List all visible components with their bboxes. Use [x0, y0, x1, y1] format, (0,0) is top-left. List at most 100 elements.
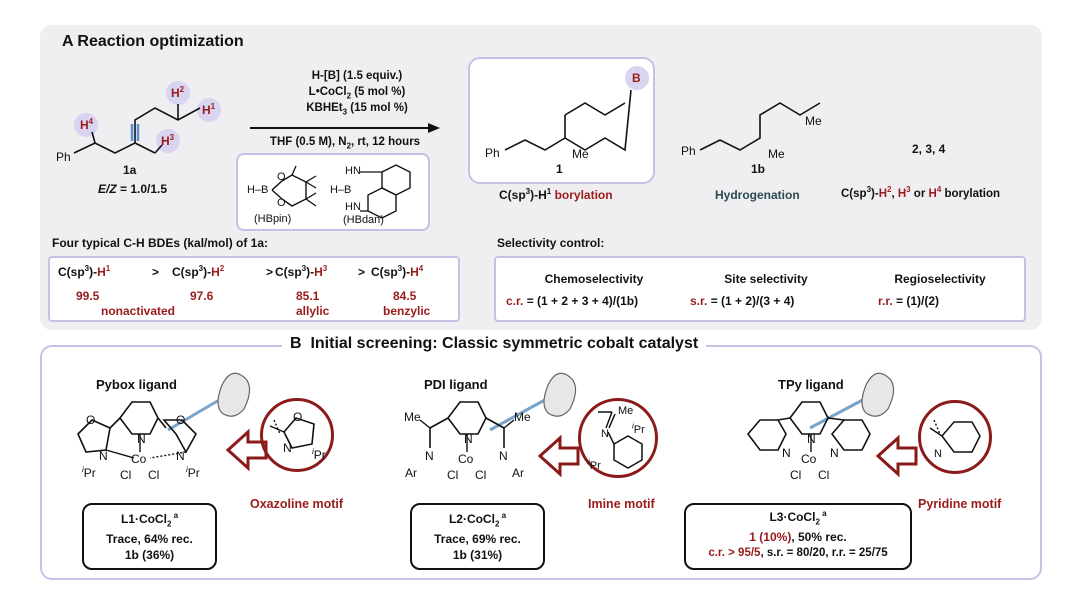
product-1-ph: Ph: [485, 146, 500, 160]
hbpin-hb: H–B: [247, 184, 269, 196]
chemoselectivity-formula: c.r. = (1 + 2 + 3 + 4)/(1b): [506, 294, 639, 308]
ligand-3-motif-label: Pyridine motif: [918, 497, 1002, 511]
bde-value-1: 99.5: [76, 289, 100, 303]
ligand-1-o-left: O: [86, 413, 96, 427]
ligand-3-result-box: [684, 503, 912, 570]
ligand-2-n-right: N: [499, 449, 508, 463]
substrate-h2: H2: [171, 85, 185, 101]
bde-value-3: 85.1: [296, 289, 320, 303]
hbpin-o1: O: [277, 171, 286, 183]
ligand-2-ar-right: Ar: [512, 466, 524, 480]
product-1-box: [468, 57, 655, 184]
hbdan-label: (HBdan): [343, 214, 384, 226]
hbpin-label: (HBpin): [254, 213, 292, 225]
ligand-2-motif-n: N: [601, 428, 609, 440]
ligand-1-cl1: Cl: [120, 468, 132, 482]
ligand-1-name: Pybox ligand: [96, 377, 177, 392]
ligand-1-result-1: Trace, 64% rec.: [106, 532, 193, 546]
bde-value-2: 97.6: [190, 289, 214, 303]
panel-a-heading: Reaction optimization: [77, 33, 244, 50]
ligand-2-motif-label: Imine motif: [588, 497, 655, 511]
ligand-1-motif-label: Oxazoline motif: [250, 497, 344, 511]
ligand-2-result-1: Trace, 69% rec.: [434, 532, 521, 546]
ligand-2-ar-left: Ar: [405, 466, 417, 480]
site-selectivity-title: Site selectivity: [724, 272, 808, 286]
ligand-2-motif-circle: [578, 398, 658, 478]
hbdan-nh2: HN: [345, 201, 361, 213]
ligand-3-name: TPy ligand: [778, 377, 844, 392]
condition-activator: KBHEt3 (15 mol %): [306, 102, 408, 117]
ligand-3-motif-n: N: [934, 448, 942, 460]
substrate-h4: H4: [80, 117, 94, 133]
substrate-ph: Ph: [56, 150, 71, 164]
product-1b-ph: Ph: [681, 144, 696, 158]
substrate-ez-ratio: E/Z = 1.0/1.5: [98, 182, 168, 196]
bde-title: Four typical C-H BDEs (kal/mol) of 1a:: [52, 236, 269, 250]
ligand-1-result-box: [82, 503, 217, 570]
ligand-3-motif-circle: [918, 400, 992, 474]
ligand-2-cl2: Cl: [475, 468, 487, 482]
ligand-1-co: Co: [131, 452, 147, 466]
ligand-2-n-left: N: [425, 449, 434, 463]
bde-tag-allylic: allylic: [296, 304, 330, 318]
ligand-3-n-left: N: [782, 446, 791, 460]
ligand-2-motif-me: Me: [618, 405, 634, 417]
product-1b-me: Me: [768, 147, 785, 161]
ligand-1-motif-o: O: [293, 410, 303, 424]
ligand-3-cl1: Cl: [790, 468, 802, 482]
bde-item-3: C(sp3)-H3: [275, 264, 328, 280]
site-selectivity-formula: s.r. = (1 + 2)/(3 + 4): [690, 294, 795, 308]
hbpin-o2: O: [277, 197, 286, 209]
chemoselectivity-title: Chemoselectivity: [544, 272, 644, 286]
ligand-3-n-right: N: [830, 446, 839, 460]
ligand-3-co: Co: [801, 452, 817, 466]
bde-item-4: C(sp3)-H4: [371, 264, 424, 280]
ligand-3-cl2: Cl: [818, 468, 830, 482]
ligand-2-cl1: Cl: [447, 468, 459, 482]
panel-a-title: A Reaction optimization: [62, 33, 244, 51]
bde-value-4: 84.5: [393, 289, 417, 303]
ligand-2-result-box: [410, 503, 545, 570]
panel-b-title: B Initial screening: Classic symmetric c…: [282, 335, 707, 353]
ligand-1-motif-ipr: iPr: [312, 447, 326, 463]
products-2-3-4-caption: C(sp3)-H2, H3 or H4 borylation: [841, 185, 1001, 200]
ligand-3-result-2: c.r. > 95/5, s.r. = 80/20, r.r. = 25/75: [708, 547, 888, 559]
ligand-1-motif-n: N: [283, 441, 292, 455]
ligand-3-catalyst: L3·CoCl2 a: [769, 509, 827, 527]
regioselectivity-title: Regioselectivity: [894, 272, 986, 286]
product-1b-caption: Hydrogenation: [715, 188, 800, 202]
ligand-2-catalyst: L2·CoCl2 a: [448, 511, 507, 529]
selectivity-title: Selectivity control:: [497, 236, 605, 250]
ligand-1-n-center: N: [137, 432, 146, 446]
ligand-1-ipr-left: iPr: [82, 465, 96, 481]
reaction-conditions-top: H-[B] (1.5 equiv.) L•CoCl2 (5 mol %) KBH…: [262, 68, 452, 116]
ligand-1-ipr-right: iPr: [186, 465, 200, 481]
bde-box: [48, 256, 460, 322]
bde-gt-1: >: [152, 265, 160, 279]
ligand-2-me-left: Me: [404, 410, 421, 424]
product-1-label: 1: [556, 162, 563, 176]
condition-catalyst: L•CoCl2 (5 mol %): [308, 86, 406, 101]
ligand-1-motif-circle: [260, 398, 334, 472]
ligand-2-result-2: 1b (31%): [452, 548, 503, 562]
ligand-2-me-right: Me: [514, 410, 531, 424]
selectivity-box: [494, 256, 1026, 322]
ligand-1-result-2: 1b (36%): [124, 548, 175, 562]
bde-item-2: C(sp3)-H2: [172, 264, 225, 280]
condition-solvent: THF (0.5 M), N2, rt, 12 hours: [269, 136, 421, 151]
panel-b-letter: B: [290, 335, 302, 352]
hbdan-nh1: HN: [345, 165, 361, 177]
product-1b-label: 1b: [751, 162, 766, 176]
bde-tag-nonactivated: nonactivated: [101, 304, 176, 318]
ligand-2-motif-ipr-bottom: iPr: [588, 457, 601, 472]
